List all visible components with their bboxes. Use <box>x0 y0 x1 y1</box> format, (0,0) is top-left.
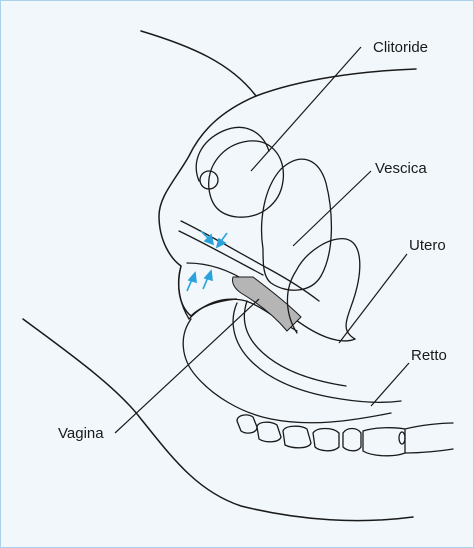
arrow-icon <box>187 273 196 291</box>
leader-vagina <box>115 299 259 433</box>
label-vescica: Vescica <box>375 160 427 177</box>
label-vagina: Vagina <box>58 425 104 442</box>
arrow-icon <box>203 271 212 289</box>
clitoral-hood <box>196 127 269 181</box>
label-utero: Utero <box>409 237 446 254</box>
leader-clitoride <box>251 47 361 171</box>
rectum-wall-outer <box>233 303 401 402</box>
label-clitoride: Clitoride <box>373 39 428 56</box>
leader-retto <box>371 363 409 406</box>
leader-vescica <box>293 171 371 246</box>
arrow-markers <box>187 231 227 291</box>
perineum-curve <box>183 319 391 423</box>
arrow-icon <box>201 231 213 244</box>
vagina-shaded-wall <box>232 277 301 331</box>
uterus-shape <box>287 239 359 339</box>
label-retto: Retto <box>411 347 447 364</box>
clitoris-body-shape <box>209 141 284 217</box>
leader-utero <box>339 254 407 343</box>
